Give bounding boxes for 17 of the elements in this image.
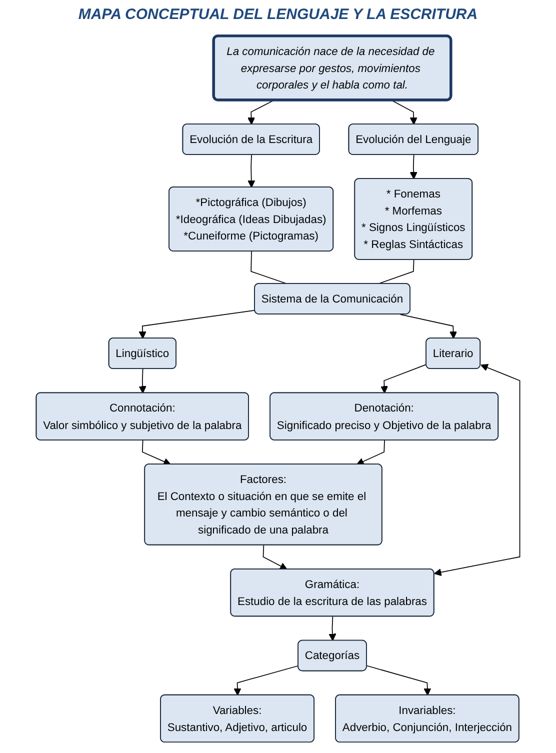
connector bbox=[378, 259, 414, 284]
arrow bbox=[400, 314, 458, 339]
arrow bbox=[234, 665, 299, 696]
arrow bbox=[248, 100, 274, 125]
arrow bbox=[410, 154, 418, 180]
arrow bbox=[391, 100, 418, 125]
arrow bbox=[262, 544, 288, 570]
arrow bbox=[356, 440, 385, 466]
arrow bbox=[138, 310, 256, 339]
arrow bbox=[380, 364, 427, 394]
arrow bbox=[138, 368, 146, 394]
diagram-title: MAPA CONCEPTUAL DEL LENGUAJE Y LA ESCRITURA bbox=[78, 6, 478, 23]
arrow bbox=[248, 154, 256, 188]
arrow bbox=[434, 364, 520, 576]
arrow bbox=[366, 665, 432, 696]
arrow bbox=[328, 616, 336, 642]
arrow bbox=[142, 440, 171, 466]
